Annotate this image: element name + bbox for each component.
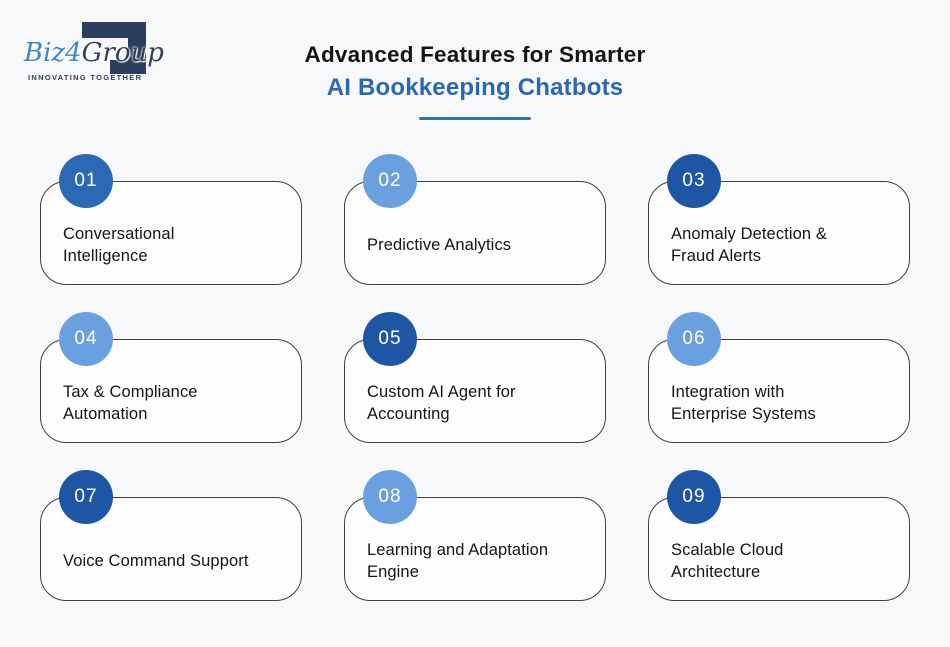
feature-card: 02 Predictive Analytics xyxy=(344,154,606,285)
feature-label: Learning and Adaptation Engine xyxy=(367,541,549,581)
feature-number-badge: 08 xyxy=(363,470,417,524)
feature-number: 05 xyxy=(378,328,402,349)
feature-number: 01 xyxy=(74,170,98,191)
feature-number: 04 xyxy=(74,328,98,349)
title-line2: AI Bookkeeping Chatbots xyxy=(326,74,624,101)
feature-label: Scalable Cloud Architecture xyxy=(671,541,784,581)
feature-card: 08 Learning and Adaptation Engine xyxy=(344,470,606,601)
logo-wordmark: Biz4Group xyxy=(24,38,164,68)
feature-number-badge: 03 xyxy=(667,154,721,208)
feature-card: 09 Scalable Cloud Architecture xyxy=(648,470,910,601)
feature-number-badge: 06 xyxy=(667,312,721,366)
feature-label: Tax & Compliance Automation xyxy=(63,383,198,423)
feature-label: Conversational Intelligence xyxy=(63,225,175,265)
feature-number: 09 xyxy=(682,486,706,507)
logo-tagline: INNOVATING TOGETHER xyxy=(28,73,143,82)
page-title: Advanced Features for Smarter AI Bookkee… xyxy=(0,42,950,102)
feature-number-badge: 09 xyxy=(667,470,721,524)
feature-label: Anomaly Detection & Fraud Alerts xyxy=(671,225,827,265)
feature-label: Voice Command Support xyxy=(63,552,249,571)
feature-card: 05 Custom AI Agent for Accounting xyxy=(344,312,606,443)
biz4group-logo: Biz4Group INNOVATING TOGETHER xyxy=(24,20,174,86)
feature-number-badge: 01 xyxy=(59,154,113,208)
feature-number: 03 xyxy=(682,170,706,191)
feature-number: 02 xyxy=(378,170,402,191)
logo-bracket-icon xyxy=(82,22,146,74)
logo-word-biz: Biz xyxy=(24,38,66,68)
feature-number: 08 xyxy=(378,486,402,507)
feature-card: 04 Tax & Compliance Automation xyxy=(40,312,302,443)
feature-number-badge: 04 xyxy=(59,312,113,366)
logo-numeral-4: 4 xyxy=(65,38,82,68)
feature-label: Integration with Enterprise Systems xyxy=(671,383,816,423)
feature-label: Predictive Analytics xyxy=(367,236,512,255)
feature-label: Custom AI Agent for Accounting xyxy=(367,383,516,423)
logo-word-group: Group xyxy=(81,38,164,68)
feature-card: 06 Integration with Enterprise Systems xyxy=(648,312,910,443)
feature-card: 01 Conversational Intelligence xyxy=(40,154,302,285)
feature-card: 03 Anomaly Detection & Fraud Alerts xyxy=(648,154,910,285)
features-grid: 01 Conversational Intelligence 02 Predic… xyxy=(40,154,910,601)
feature-number-badge: 07 xyxy=(59,470,113,524)
title-underline xyxy=(419,117,531,120)
feature-number-badge: 05 xyxy=(363,312,417,366)
title-line1: Advanced Features for Smarter xyxy=(304,42,646,67)
feature-number: 07 xyxy=(74,486,98,507)
feature-number: 06 xyxy=(682,328,706,349)
feature-card: 07 Voice Command Support xyxy=(40,470,302,601)
feature-number-badge: 02 xyxy=(363,154,417,208)
